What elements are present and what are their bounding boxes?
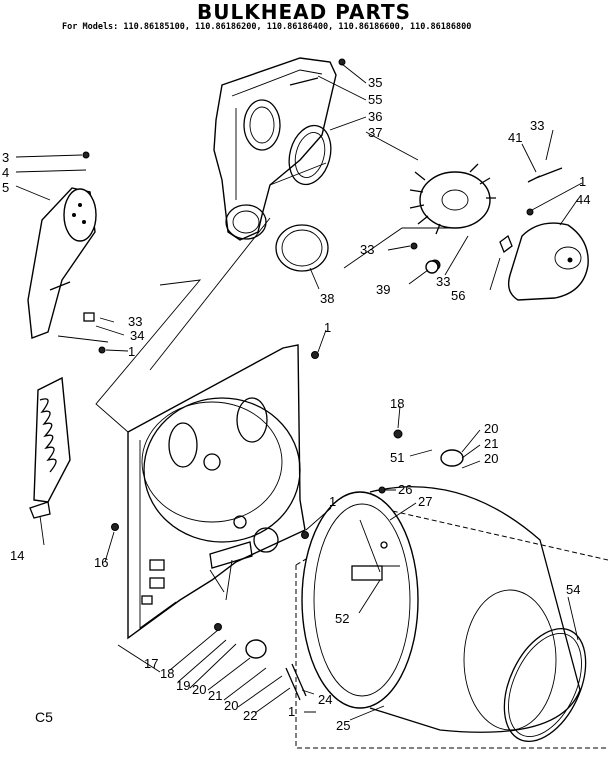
part-label-5: 5 <box>2 180 9 195</box>
part-label-33-top: 33 <box>530 118 544 133</box>
duct-housing <box>213 57 346 241</box>
part-label-16: 16 <box>94 555 108 570</box>
part-label-44: 44 <box>576 192 590 207</box>
part-label-18-top: 18 <box>390 396 404 411</box>
part-label-24: 24 <box>318 692 332 707</box>
part-label-27: 27 <box>418 494 432 509</box>
part-label-35: 35 <box>368 75 382 90</box>
part-label-39: 39 <box>376 282 390 297</box>
part-label-26: 26 <box>398 482 412 497</box>
part-label-55: 55 <box>368 92 382 107</box>
part-label-1-top: 1 <box>579 174 586 189</box>
part-label-21-bottom: 21 <box>208 688 222 703</box>
part-label-20-top: 20 <box>484 421 498 436</box>
part-label-51: 51 <box>390 450 404 465</box>
part-label-34: 34 <box>130 328 144 343</box>
part-label-4: 4 <box>2 165 9 180</box>
models-subtitle: For Models: 110.86185100, 110.86186200, … <box>62 22 472 32</box>
blower-wheel <box>409 163 496 271</box>
part-labels: 35 55 36 37 41 33 1 44 3 4 5 33 34 1 38 … <box>2 75 590 733</box>
leader-lines <box>15 63 583 721</box>
part-label-19: 19 <box>176 678 190 693</box>
part-label-33-mid: 33 <box>360 242 374 257</box>
part-label-38: 38 <box>320 291 334 306</box>
part-label-33-left: 33 <box>128 314 142 329</box>
part-label-36: 36 <box>368 109 382 124</box>
part-label-22: 22 <box>243 708 257 723</box>
part-label-20-bottom: 20 <box>192 682 206 697</box>
part-label-54: 54 <box>566 582 580 597</box>
part-label-18-bottom: 18 <box>160 666 174 681</box>
idler-bracket <box>27 187 97 339</box>
part-label-3: 3 <box>2 150 9 165</box>
dryer-drum <box>295 486 608 749</box>
part-label-56: 56 <box>451 288 465 303</box>
part-label-25: 25 <box>336 718 350 733</box>
duct-ring-seal <box>275 224 329 272</box>
part-label-52: 52 <box>335 611 349 626</box>
part-label-1-left: 1 <box>128 344 135 359</box>
duct-seal <box>288 124 332 186</box>
bulkhead-panel <box>127 344 306 640</box>
heater-element <box>29 376 71 519</box>
part-label-20-lower: 20 <box>224 698 238 713</box>
page-title: BULKHEAD PARTS <box>196 0 412 24</box>
part-label-1-panel: 1 <box>324 320 331 335</box>
part-label-14: 14 <box>10 548 24 563</box>
blower-housing <box>499 222 589 301</box>
part-label-33-fan: 33 <box>436 274 450 289</box>
part-label-1-bottom: 1 <box>288 704 295 719</box>
part-label-20-mid: 20 <box>484 451 498 466</box>
diagram-code: C5 <box>35 709 53 725</box>
drum-seal-ring <box>503 627 587 743</box>
part-label-17: 17 <box>144 656 158 671</box>
part-label-41: 41 <box>508 130 522 145</box>
part-label-1-drum: 1 <box>329 494 336 509</box>
part-label-21-top: 21 <box>484 436 498 451</box>
part-label-37: 37 <box>368 125 382 140</box>
